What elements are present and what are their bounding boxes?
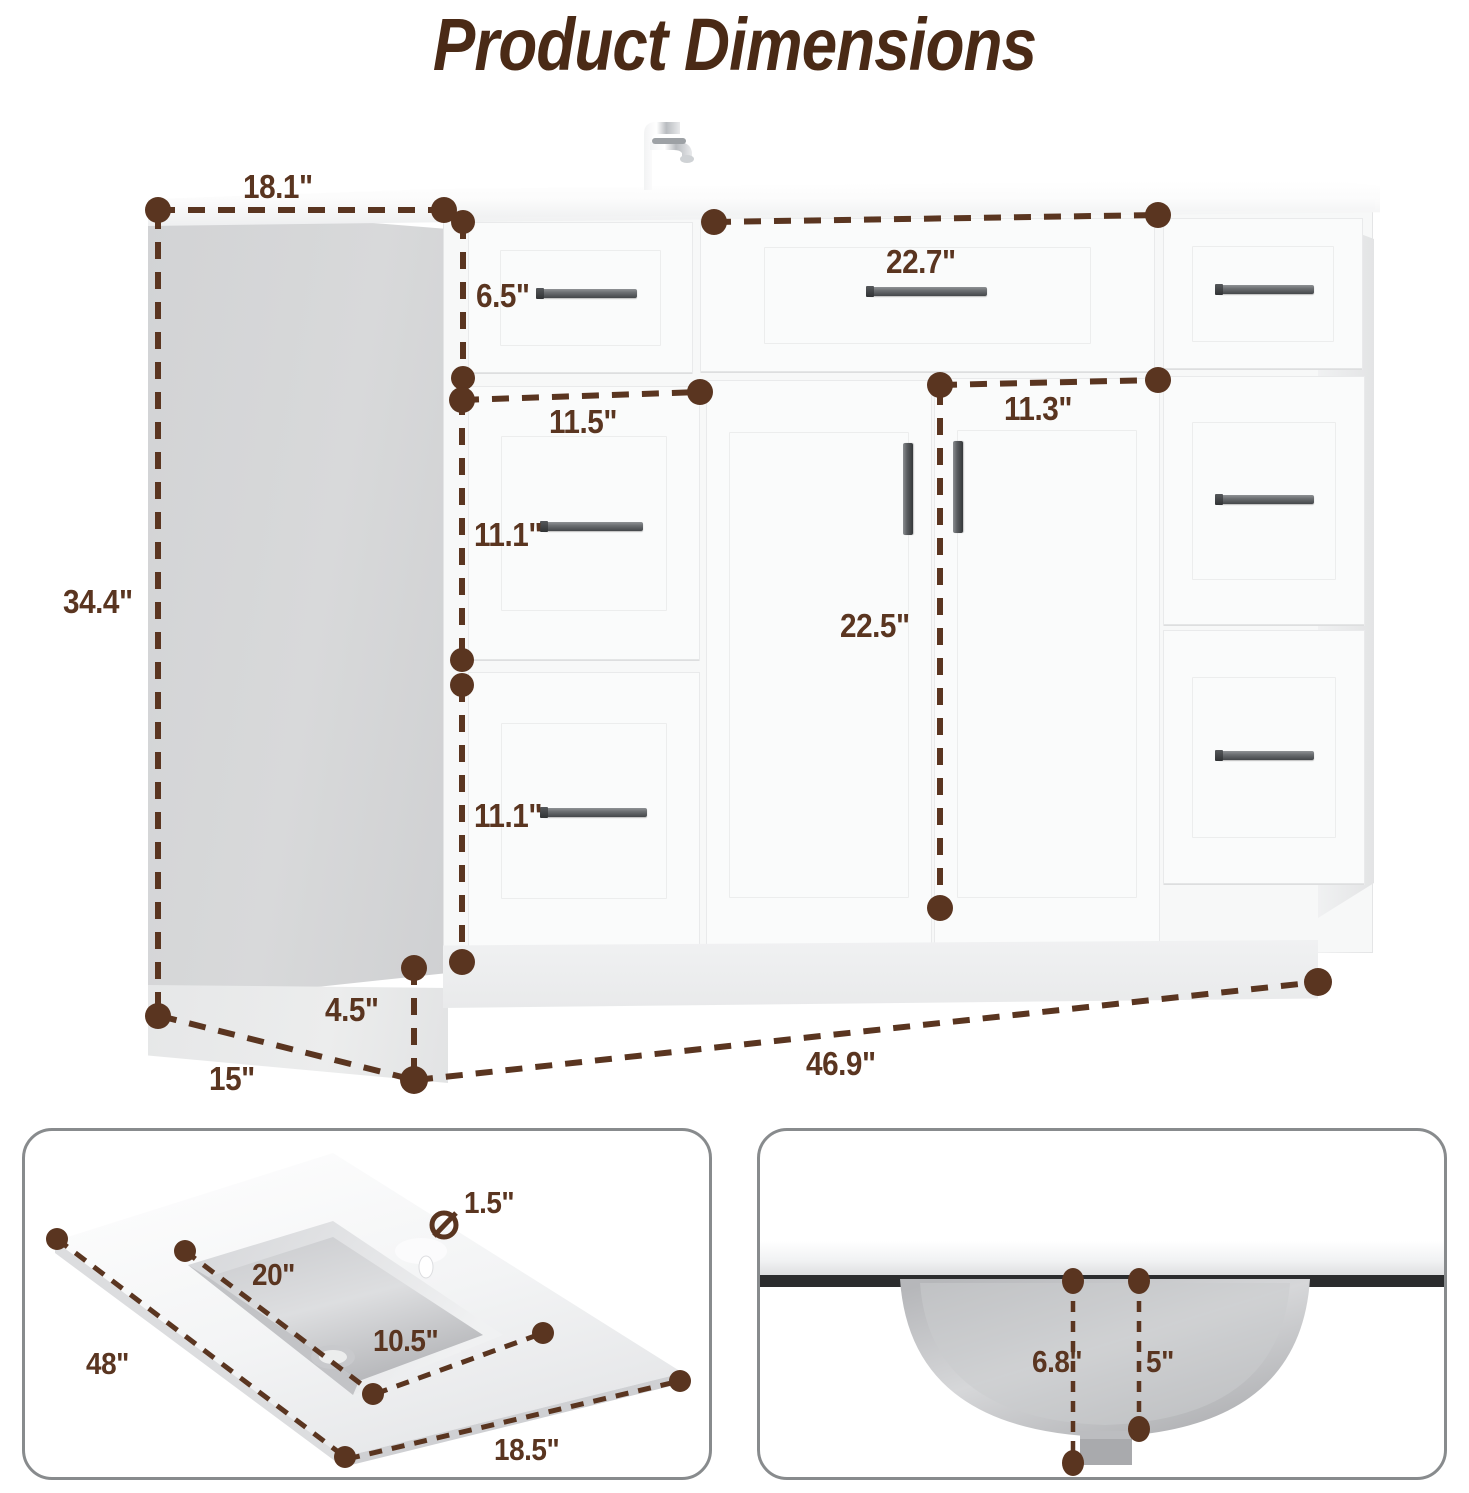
inset-panel-sink-section <box>757 1128 1447 1480</box>
door-inlay <box>957 430 1137 898</box>
vanity-illustration <box>148 122 1380 1083</box>
vanity-side-panel <box>148 205 448 1005</box>
drawer-handle[interactable] <box>540 521 643 532</box>
dimension-label-20: 20" <box>252 1257 295 1292</box>
dimension-lines-sink <box>1062 1268 1150 1476</box>
dimension-label-top-center: 22.7" <box>886 243 956 280</box>
drawer-handle[interactable] <box>536 288 637 299</box>
dimension-label-10-5: 10.5" <box>373 1323 439 1358</box>
drawer-top-center[interactable] <box>700 218 1155 373</box>
drawer-bottom-left[interactable] <box>468 672 700 950</box>
drawer-inlay <box>1192 421 1336 581</box>
drawer-bottom-right[interactable] <box>1163 630 1365 885</box>
drawer-inlay <box>1192 676 1336 839</box>
drawer-inlay <box>501 722 667 900</box>
dimension-label-toe-kick: 4.5" <box>325 991 379 1028</box>
dimension-label-top-left-drawer: 6.5" <box>476 277 530 314</box>
drawer-inlay <box>501 436 667 611</box>
vanity-side-base <box>148 985 448 1083</box>
dimension-label-mid-right-width: 11.3" <box>1004 390 1073 427</box>
cabinet-door-left[interactable] <box>706 380 932 950</box>
drawer-handle[interactable] <box>540 807 647 818</box>
cabinet-door-right[interactable] <box>934 378 1160 950</box>
dimension-label-cabinet-height: 34.4" <box>63 583 133 620</box>
dimension-lines-countertop <box>46 1228 691 1468</box>
drawer-handle[interactable] <box>1215 284 1314 295</box>
door-handle-right[interactable] <box>953 441 963 533</box>
drawer-middle-right[interactable] <box>1163 376 1365 626</box>
page-title: Product Dimensions <box>432 3 1037 86</box>
dimension-label-base-depth: 15" <box>209 1060 255 1097</box>
dimension-label-5: 5" <box>1146 1344 1174 1379</box>
drawer-inlay <box>764 246 1091 345</box>
drawer-handle[interactable] <box>1215 750 1314 761</box>
drawer-top-left[interactable] <box>468 222 693 374</box>
door-inlay <box>729 432 909 898</box>
dimension-label-low-left-height: 11.1" <box>474 797 543 834</box>
dimension-label-48: 48" <box>86 1346 129 1381</box>
drawer-inlay <box>500 250 661 346</box>
faucet-hole-diameter-icon <box>429 1210 459 1240</box>
sink-cross-section-illustration <box>760 1241 1444 1465</box>
dimension-label-18-5: 18.5" <box>494 1432 560 1467</box>
door-handle-left[interactable] <box>903 443 913 535</box>
faucet-icon <box>644 122 694 190</box>
inset-panel-countertop: 48" <box>22 1128 712 1480</box>
dimension-label-mid-left-height: 11.1" <box>474 516 543 553</box>
dimension-label-door-height: 22.5" <box>840 607 910 644</box>
dimension-label-mid-left-width: 11.5" <box>549 403 618 440</box>
dimension-label-6-8: 6.8" <box>1032 1344 1083 1379</box>
drawer-top-right[interactable] <box>1163 218 1363 370</box>
dimension-label-depth-top: 18.1" <box>243 168 313 205</box>
dimension-label-overall-width: 46.9" <box>806 1045 876 1082</box>
drawer-handle[interactable] <box>1215 494 1314 505</box>
drawer-middle-left[interactable] <box>468 386 700 661</box>
vanity-toe-kick <box>443 940 1318 1008</box>
drawer-inlay <box>1191 246 1335 342</box>
countertop-3d-illustration <box>55 1153 683 1465</box>
dimension-label-faucet-hole-dia: 1.5" <box>464 1185 515 1220</box>
drawer-handle[interactable] <box>866 286 987 297</box>
